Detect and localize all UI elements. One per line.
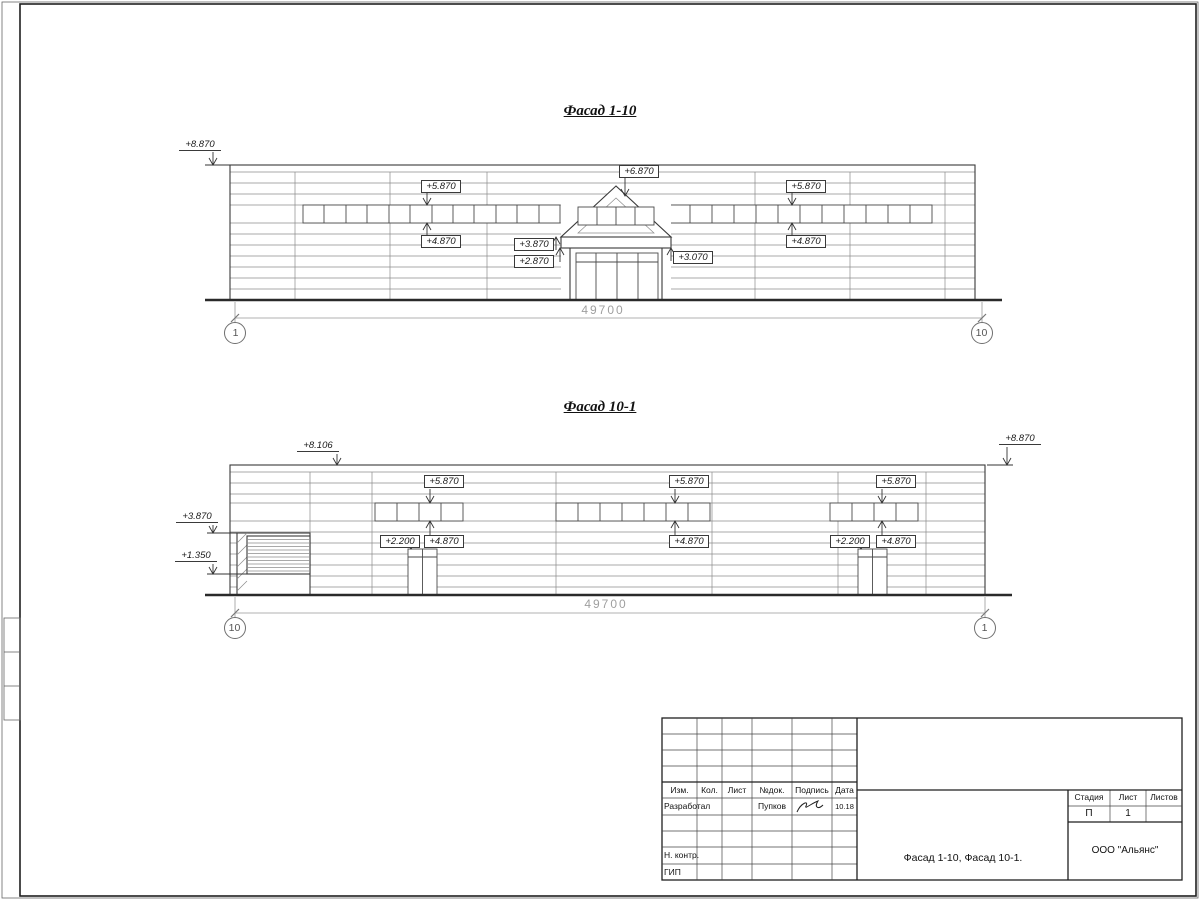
elevation-mark-5870-b1: +5.870 [424, 475, 464, 488]
stamp-ncontrol-label: Н. контр. [664, 850, 700, 860]
window-strip-left [302, 204, 561, 224]
stamp-developer-name: Пупков [757, 801, 787, 811]
elevation-mark-4870-b1: +4.870 [424, 535, 464, 548]
elevation-mark-4870-b2: +4.870 [669, 535, 709, 548]
stamp-organization: ООО "Альянс" [1091, 845, 1159, 856]
axis-bubble-1-top: 1 [232, 327, 239, 339]
facade-10-1-drawing [205, 447, 1013, 639]
stamp-developer-label: Разработал [664, 801, 711, 811]
elevation-mark-2870-top: +2.870 [514, 255, 554, 268]
stamp-stage-value: П [1085, 808, 1093, 819]
stamp-sheet-value: 1 [1125, 808, 1131, 819]
overall-dimension-top: 49700 [581, 303, 625, 317]
door-1 [407, 548, 438, 596]
facade-10-1-title: Фасад 10-1 [563, 399, 637, 415]
elevation-mark-8870-bottom: +8.870 [999, 433, 1041, 445]
stamp-sheets-label: Листов [1150, 792, 1178, 802]
elevation-mark-5870-top-right: +5.870 [786, 180, 826, 193]
elevation-mark-5870-b3: +5.870 [876, 475, 916, 488]
window-strip-3 [829, 502, 919, 522]
entrance-portal [559, 185, 673, 301]
elevation-mark-2200-b1: +2.200 [380, 535, 420, 548]
axis-bubble-1-bottom: 1 [981, 622, 988, 634]
elevation-mark-4870-top-right: +4.870 [786, 235, 826, 248]
title-block-grid [661, 717, 1183, 881]
window-strip-right [667, 204, 933, 224]
elevation-mark-1350: +1.350 [175, 550, 217, 562]
facade-1-10-title: Фасад 1-10 [563, 103, 637, 119]
stamp-col-kol: Кол. [701, 785, 718, 795]
stamp-col-sign: Подпись [795, 785, 829, 795]
door-2 [857, 548, 888, 596]
elevation-leaders-bottom [207, 447, 1013, 575]
elevation-mark-3070-top: +3.070 [673, 251, 713, 264]
stamp-col-list: Лист [727, 785, 747, 795]
stamp-doc-title: Фасад 1-10, Фасад 10-1. [903, 852, 1023, 864]
elevation-mark-6870: +6.870 [619, 165, 659, 178]
elevation-mark-2200-b2: +2.200 [830, 535, 870, 548]
stamp-sheet-label: Лист [1118, 792, 1138, 802]
elevation-mark-8106: +8.106 [297, 440, 339, 452]
overall-dimension-bottom: 49700 [584, 597, 628, 611]
elevation-mark-8870-top: +8.870 [179, 139, 221, 151]
elevation-mark-4870-top-left: +4.870 [421, 235, 461, 248]
elevation-mark-5870-top-left: +5.870 [421, 180, 461, 193]
axis-bubble-10-top: 10 [975, 327, 988, 339]
elevation-mark-5870-b2: +5.870 [669, 475, 709, 488]
stamp-developer-date: 10.18 [835, 802, 854, 811]
stamp-col-izm: Изм. [670, 785, 689, 795]
window-strip-1 [374, 502, 464, 522]
stamp-gip-label: ГИП [664, 867, 681, 877]
axis-bubble-10-bottom: 10 [228, 622, 241, 634]
elevation-mark-3870-top: +3.870 [514, 238, 554, 251]
elevation-mark-3870-bottom: +3.870 [176, 511, 218, 523]
elevation-mark-4870-b3: +4.870 [876, 535, 916, 548]
facade-1-10-drawing [205, 152, 1002, 344]
stamp-col-date: Дата [835, 785, 854, 795]
louver-grille [236, 532, 311, 596]
stamp-col-doc: №док. [759, 785, 785, 795]
signature [796, 800, 824, 813]
window-strip-2 [555, 502, 711, 522]
stamp-stage-label: Стадия [1074, 792, 1104, 802]
